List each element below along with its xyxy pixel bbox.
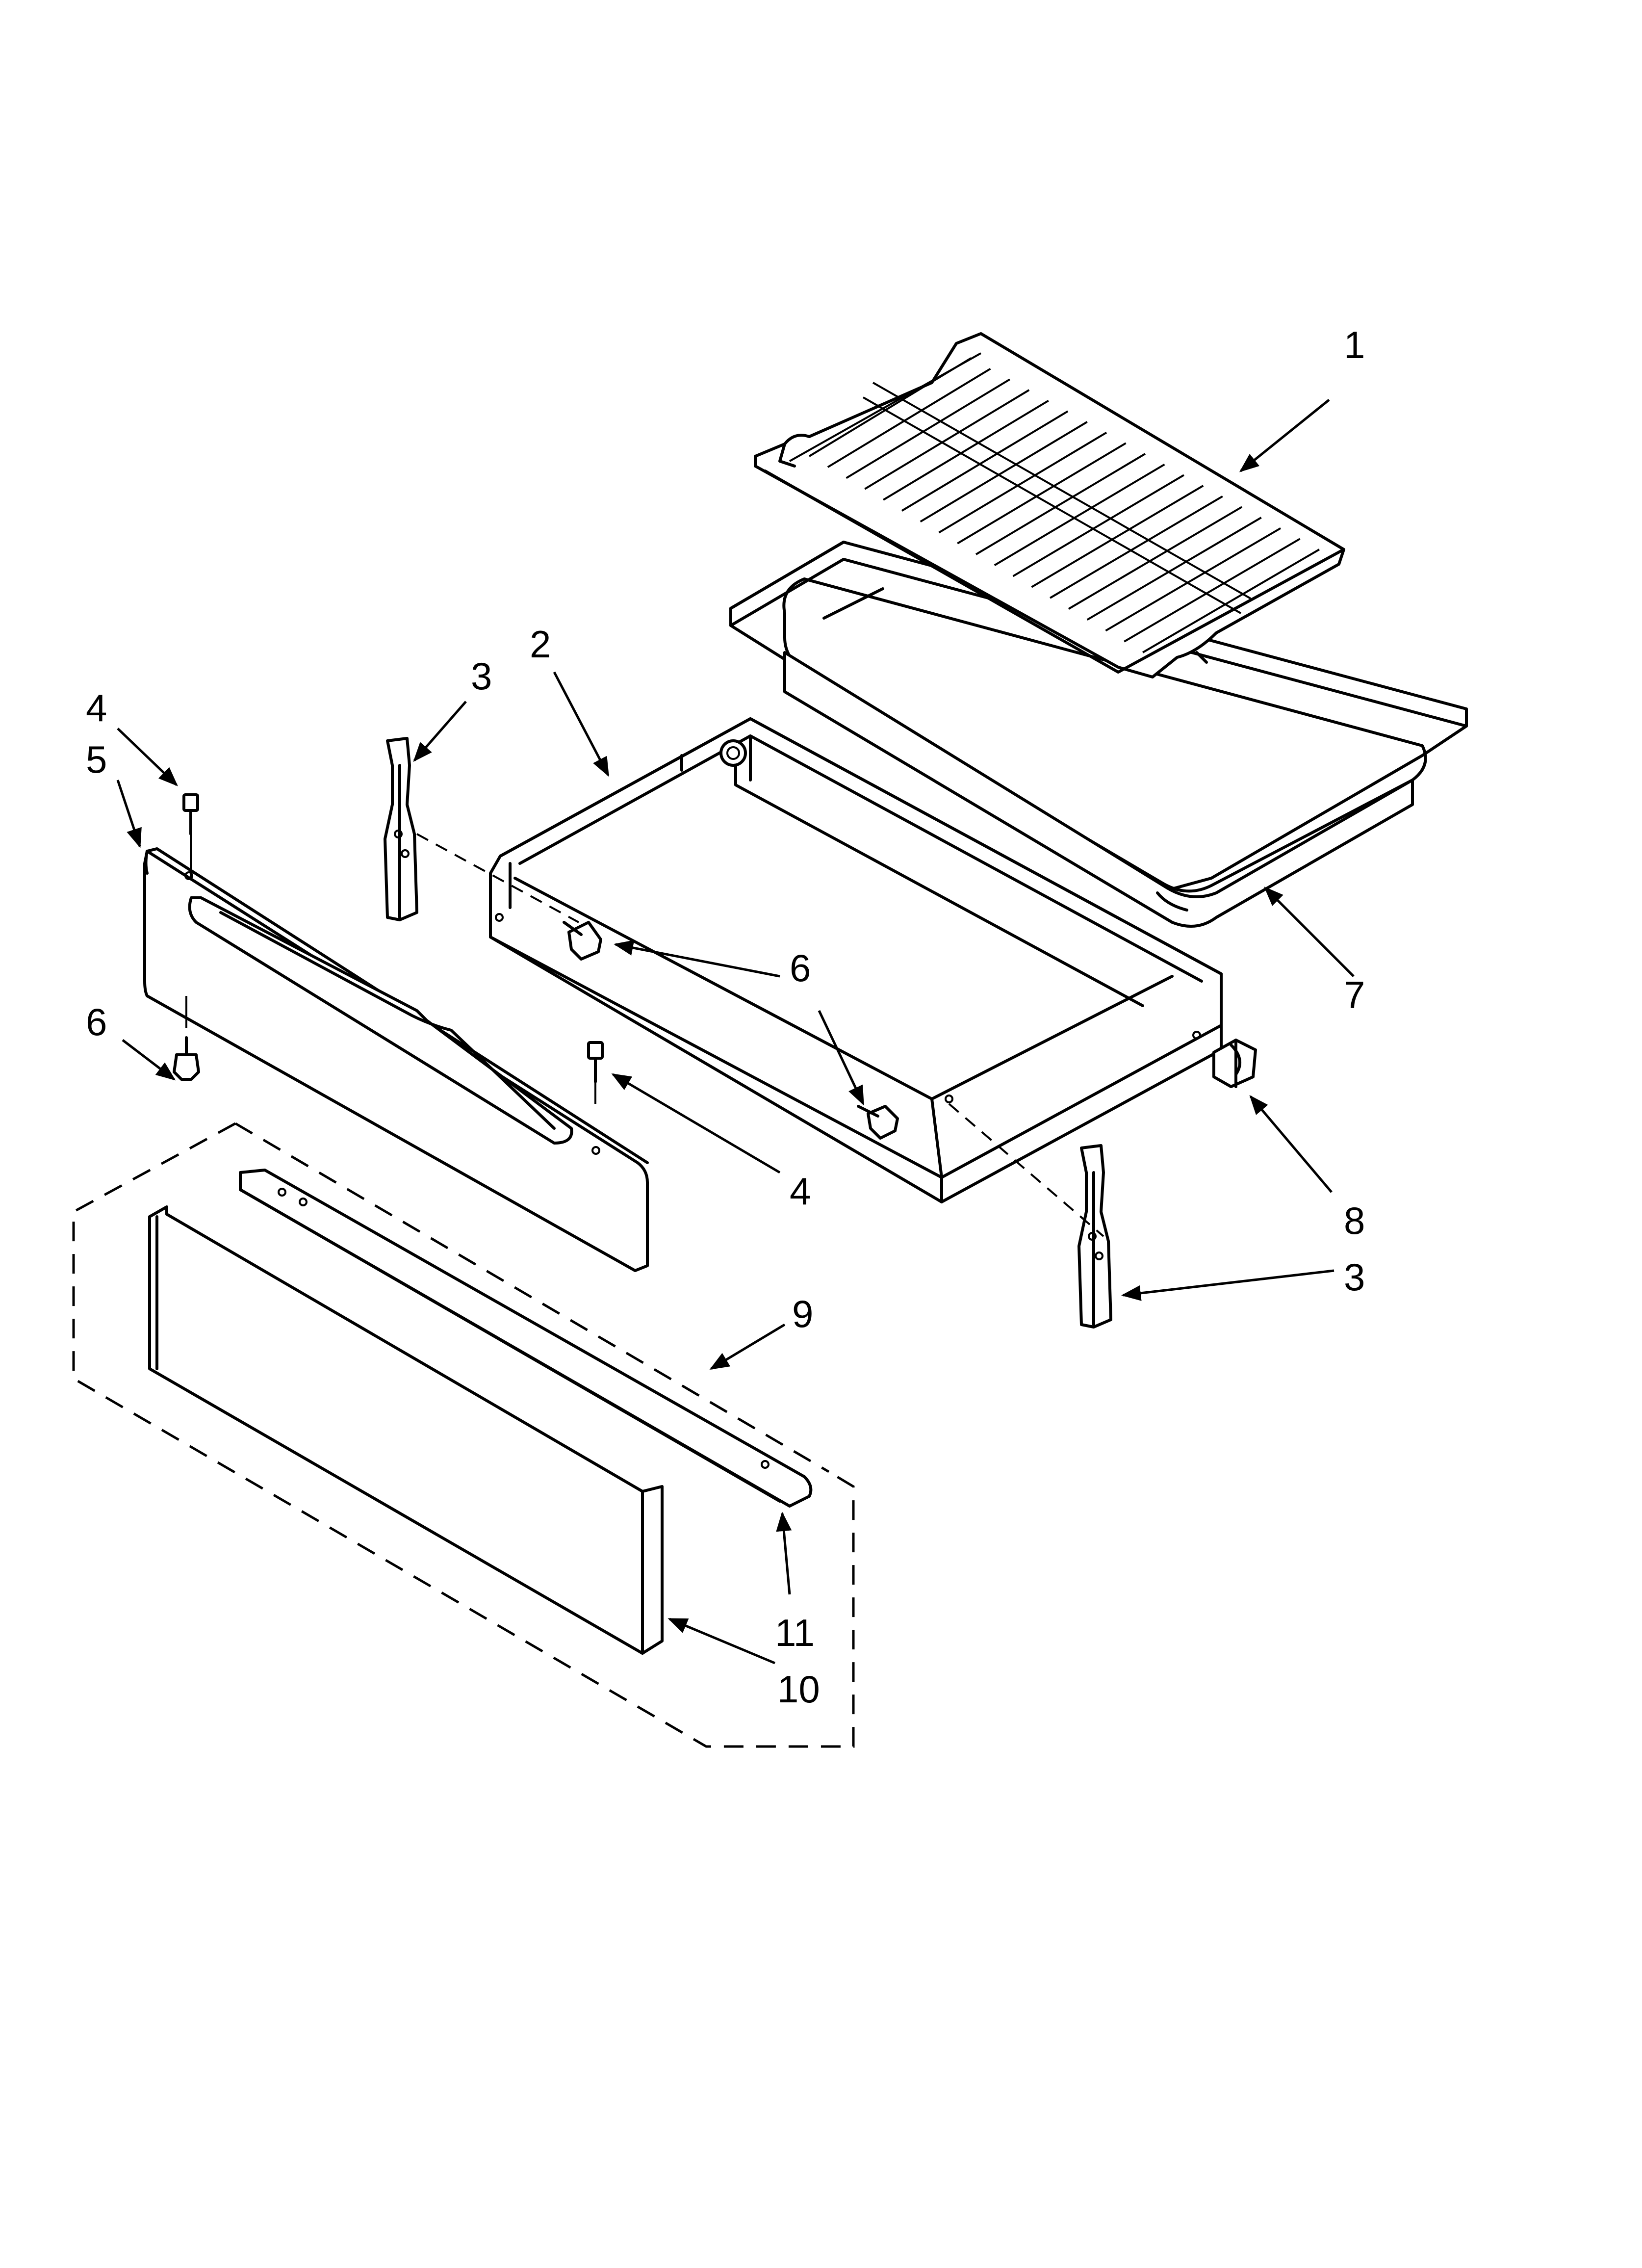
rack-bar [864,389,1030,490]
rack-bar [827,367,991,468]
callout-3-lower: 3 [1344,1255,1365,1299]
rack-bar [1124,538,1301,643]
callout-4-lower: 4 [790,1170,811,1213]
bolt-drawer-left [563,921,602,961]
callout-7: 7 [1344,973,1365,1017]
callout-5: 5 [86,738,107,781]
bolt-drawer-right [857,1105,899,1140]
front-trim-panel [148,1205,664,1655]
callout-8: 8 [1344,1199,1365,1242]
rack-bar [1068,506,1243,610]
callout-9: 9 [792,1292,813,1335]
screw-top-left [182,793,199,835]
rack-bar [1012,474,1184,577]
rack-bar [1050,495,1223,599]
drawer-front-panel [143,847,649,1272]
rack-bar [1086,517,1262,621]
callout-1: 1 [1344,323,1365,366]
rack-bar [901,410,1069,512]
rack-bar [994,463,1165,566]
rack-bar [883,399,1049,501]
rack-bar [1142,548,1320,653]
callout-11: 11 [775,1611,815,1654]
rack-bar [975,453,1146,555]
bolt-left [173,996,200,1081]
callout-4-upper: 4 [86,686,107,730]
rack-bar [846,378,1010,479]
rack-bar [1031,485,1204,588]
kit-outline-top [234,1122,830,1473]
callout-6-left: 6 [86,1000,107,1043]
drawer-slide-left [384,737,418,921]
rack-bar [957,442,1127,545]
kit-outline [72,1122,855,1748]
drawer-body [489,717,1223,1203]
rack-bars [808,357,1320,653]
callout-2: 2 [530,623,551,666]
screw-mid [587,1041,604,1083]
rack-bar [938,431,1107,534]
trim-strip [239,1169,813,1508]
callout-6-mid: 6 [790,946,811,990]
callout-labels: 1 2 3 3 4 4 5 6 6 6 7 8 9 10 11 [86,323,1365,1711]
leaders [116,399,1355,1665]
drawer-slide-right [1078,1144,1112,1329]
slide-alignment-line-left [416,833,579,923]
callout-3-upper: 3 [471,654,492,698]
slide-alignment-line-right [948,1103,1104,1237]
rack-bar [1105,527,1282,632]
callout-10: 10 [777,1668,820,1711]
oven-rack [754,332,1345,678]
rack-bar [920,421,1088,523]
clip [1212,1039,1257,1088]
